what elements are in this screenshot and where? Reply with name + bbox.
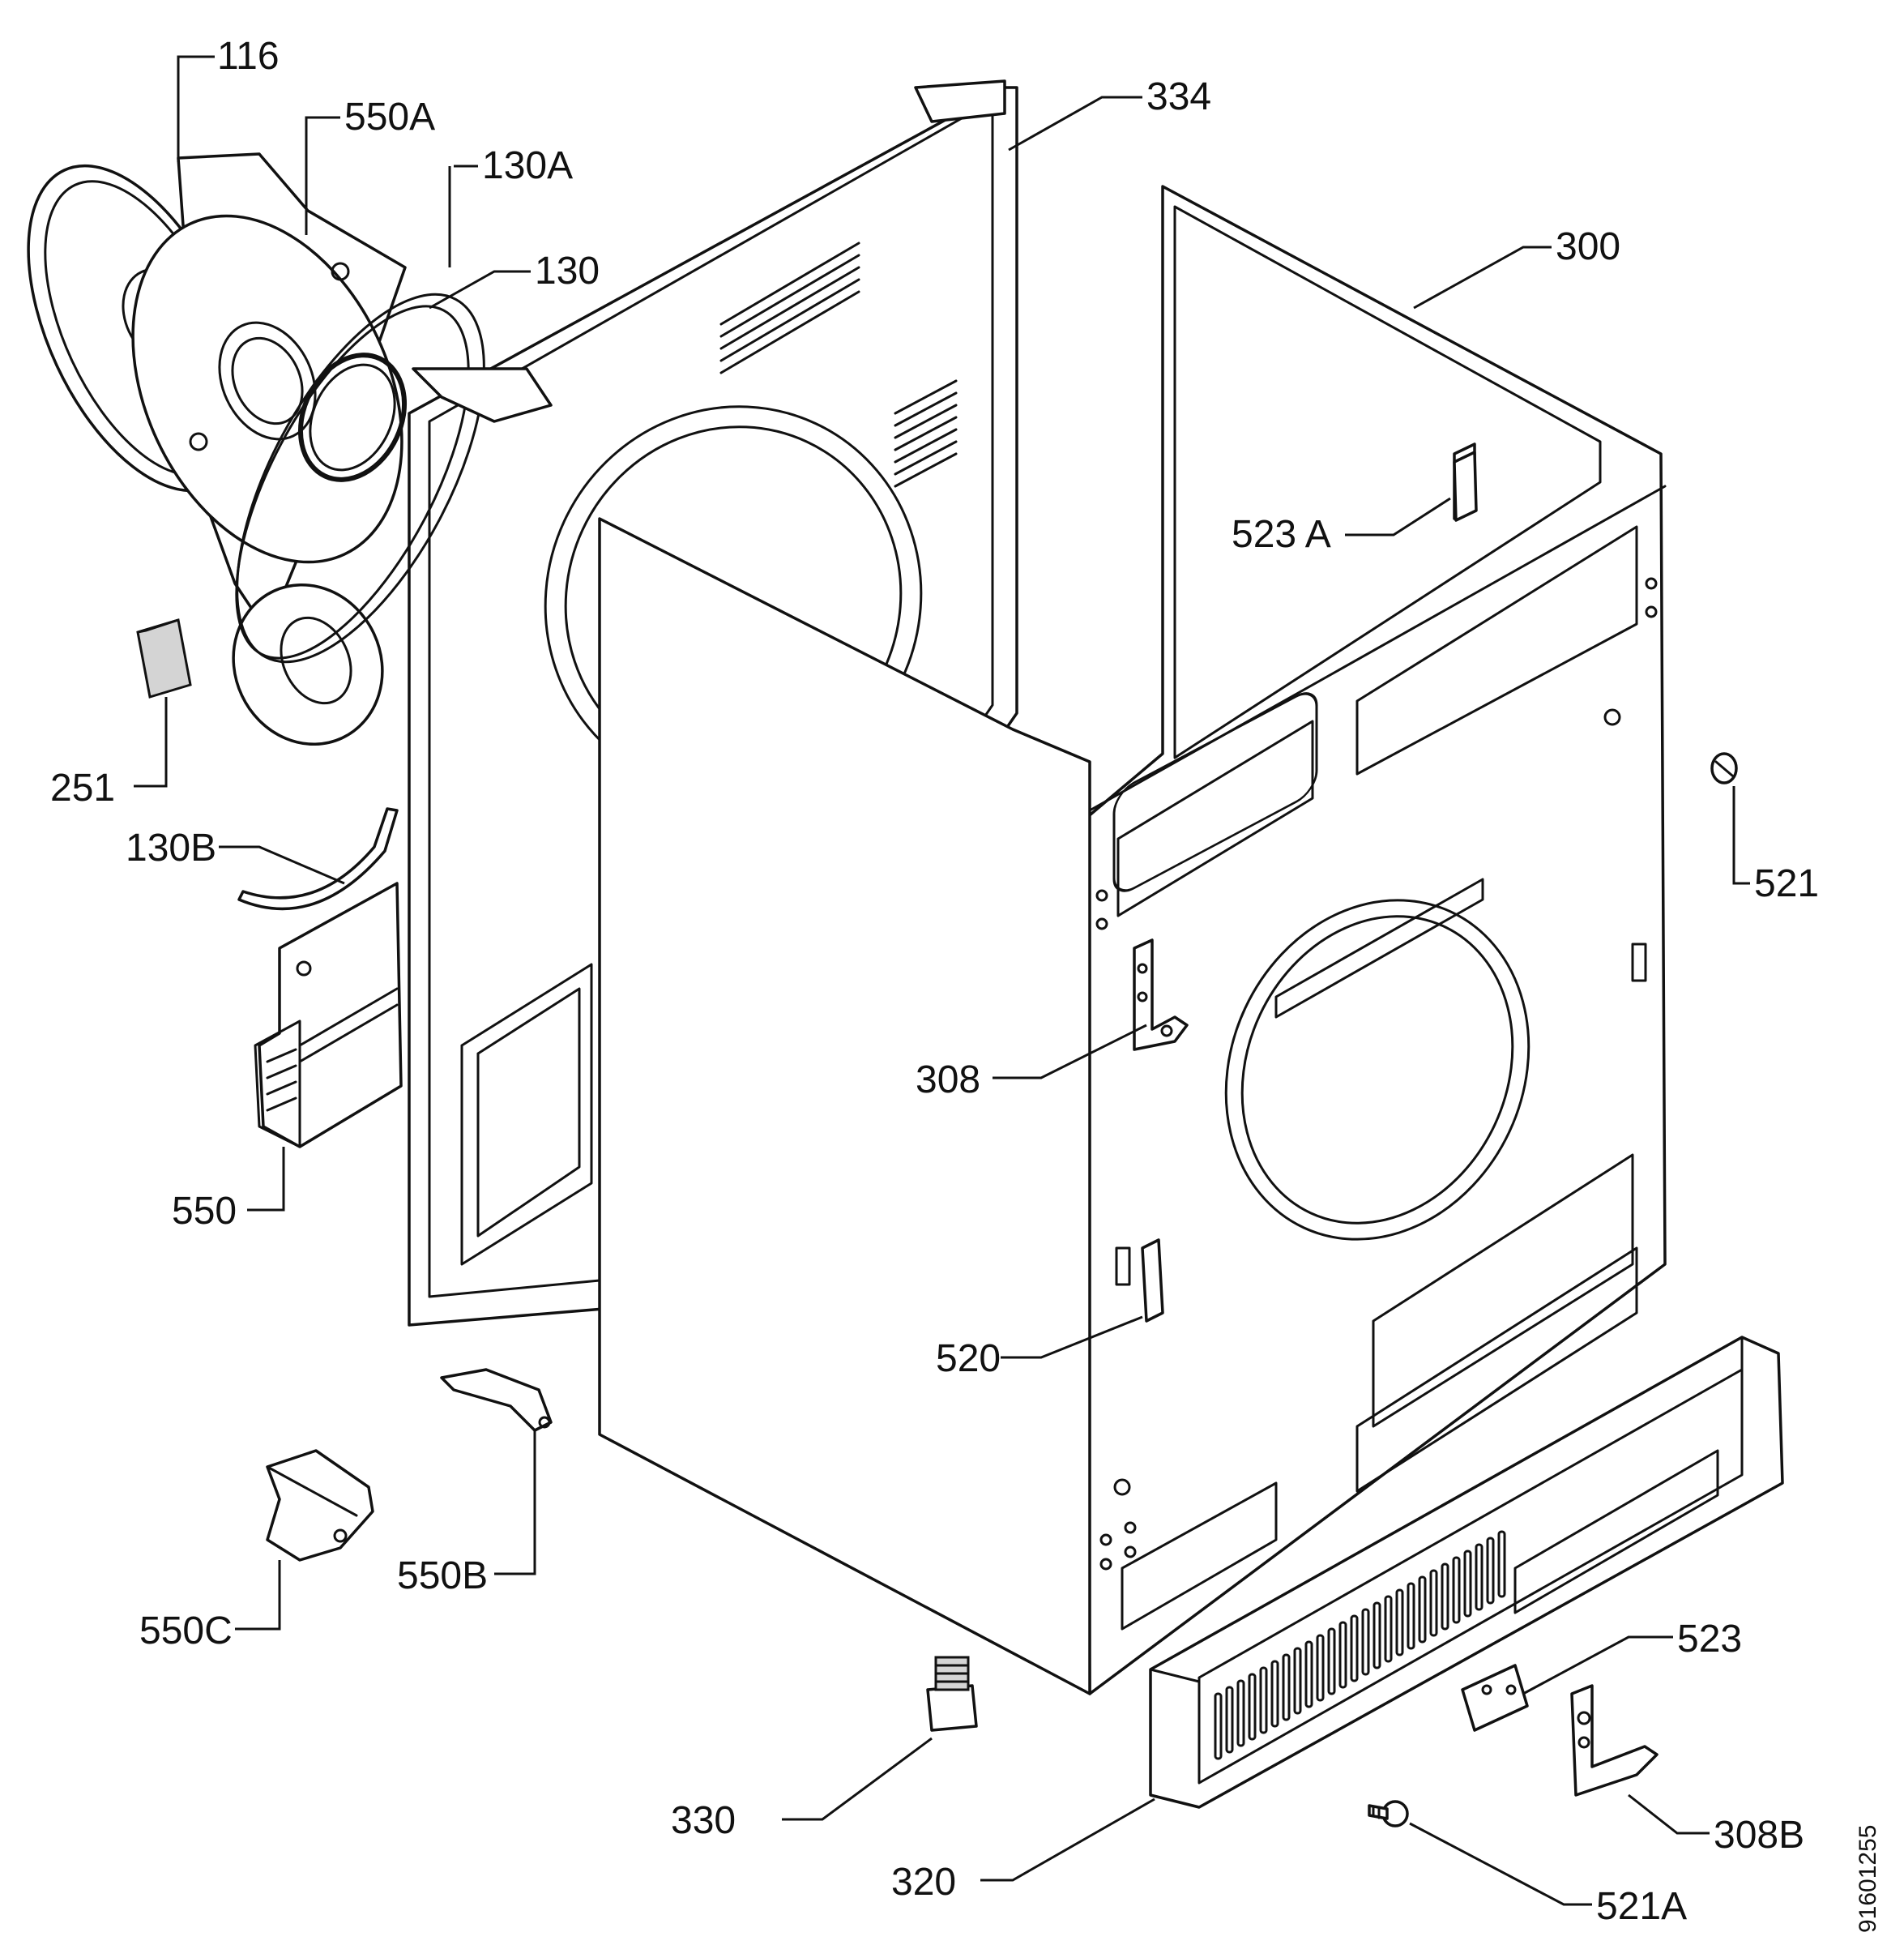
kickplate-vent-slot: [1259, 1666, 1268, 1734]
kickplate-vent-slot: [1361, 1608, 1370, 1676]
screw-521a: [1368, 1800, 1409, 1827]
kickplate-vent-slot: [1248, 1673, 1257, 1741]
kickplate-vent-slot: [1293, 1647, 1302, 1715]
kickplate-vent-slot: [1338, 1621, 1347, 1689]
air-duct: [412, 367, 553, 423]
foot-330: [926, 1656, 978, 1732]
vent-slots-back: [719, 242, 958, 488]
kickplate-vent-slot: [1373, 1601, 1381, 1669]
kickplate-vent-slot: [1384, 1595, 1393, 1663]
plate-523: [1461, 1664, 1529, 1732]
bracket-308b: [1570, 1684, 1659, 1797]
part-labels: 116 550A 130A 130 334 300 523 A 251 130B…: [50, 35, 1881, 1933]
label-520: 520: [936, 1337, 1001, 1380]
kickplate-vent-slot: [1304, 1640, 1313, 1708]
bracket-308: [1133, 938, 1189, 1051]
kickplate-vent-slot: [1452, 1556, 1461, 1624]
label-523a: 523 A: [1232, 513, 1331, 556]
label-300: 300: [1556, 225, 1620, 268]
ring-130: [297, 353, 408, 482]
label-521: 521: [1754, 862, 1819, 905]
clip-130b: [237, 807, 399, 911]
kickplate-vent-slot: [1418, 1575, 1427, 1644]
label-308b: 308B: [1714, 1814, 1804, 1857]
latch-520: [1141, 1238, 1164, 1323]
kickplate-vent-slot: [1395, 1588, 1404, 1656]
filter-251: [136, 618, 192, 699]
label-550b: 550B: [397, 1554, 488, 1597]
kickplate-320: [1149, 1336, 1784, 1809]
label-550c: 550C: [139, 1609, 233, 1652]
kickplate-vent-slot: [1282, 1653, 1291, 1721]
label-330: 330: [671, 1799, 736, 1842]
kickplate-vent-slot: [1407, 1582, 1415, 1650]
label-320: 320: [891, 1861, 956, 1904]
screw-521: [1710, 752, 1738, 784]
label-550a: 550A: [344, 96, 435, 139]
kickplate-vent-slot: [1350, 1614, 1359, 1682]
vent-slots-kickplate: [1214, 1530, 1506, 1760]
label-334: 334: [1146, 75, 1211, 118]
kickplate-vent-slot: [1463, 1550, 1472, 1618]
label-523: 523: [1677, 1618, 1742, 1661]
cover-550: [254, 882, 403, 1148]
cabinet-300: [598, 185, 1667, 1695]
kickplate-vent-slot: [1236, 1679, 1245, 1747]
kickplate-vent-slot: [1327, 1627, 1336, 1695]
label-116: 116: [217, 35, 280, 78]
label-130a: 130A: [482, 144, 573, 187]
kickplate-vent-slot: [1441, 1562, 1449, 1631]
label-308: 308: [916, 1058, 980, 1101]
gasket-130a: [235, 293, 485, 664]
bracket-523a: [1453, 451, 1478, 522]
label-130: 130: [535, 250, 600, 293]
label-521a: 521A: [1596, 1885, 1687, 1928]
kickplate-vent-slot: [1475, 1543, 1483, 1611]
kickplate-vent-slot: [1429, 1569, 1438, 1637]
label-251: 251: [50, 767, 115, 810]
kickplate-vent-slot: [1270, 1660, 1279, 1728]
kickplate-vent-slot: [1214, 1692, 1223, 1760]
kickplate-vent-slot: [1486, 1537, 1495, 1605]
label-130b: 130B: [126, 827, 216, 870]
label-550: 550: [172, 1190, 237, 1233]
drawing-number: 91601255: [1855, 1825, 1881, 1933]
kickplate-vent-slot: [1316, 1634, 1325, 1702]
kickplate-vent-slot: [1497, 1530, 1506, 1598]
hinge-550b: [440, 1368, 553, 1432]
kickplate-vent-slot: [1225, 1686, 1234, 1754]
leader-lines: [134, 55, 1750, 1906]
hinge-550c: [266, 1449, 374, 1562]
